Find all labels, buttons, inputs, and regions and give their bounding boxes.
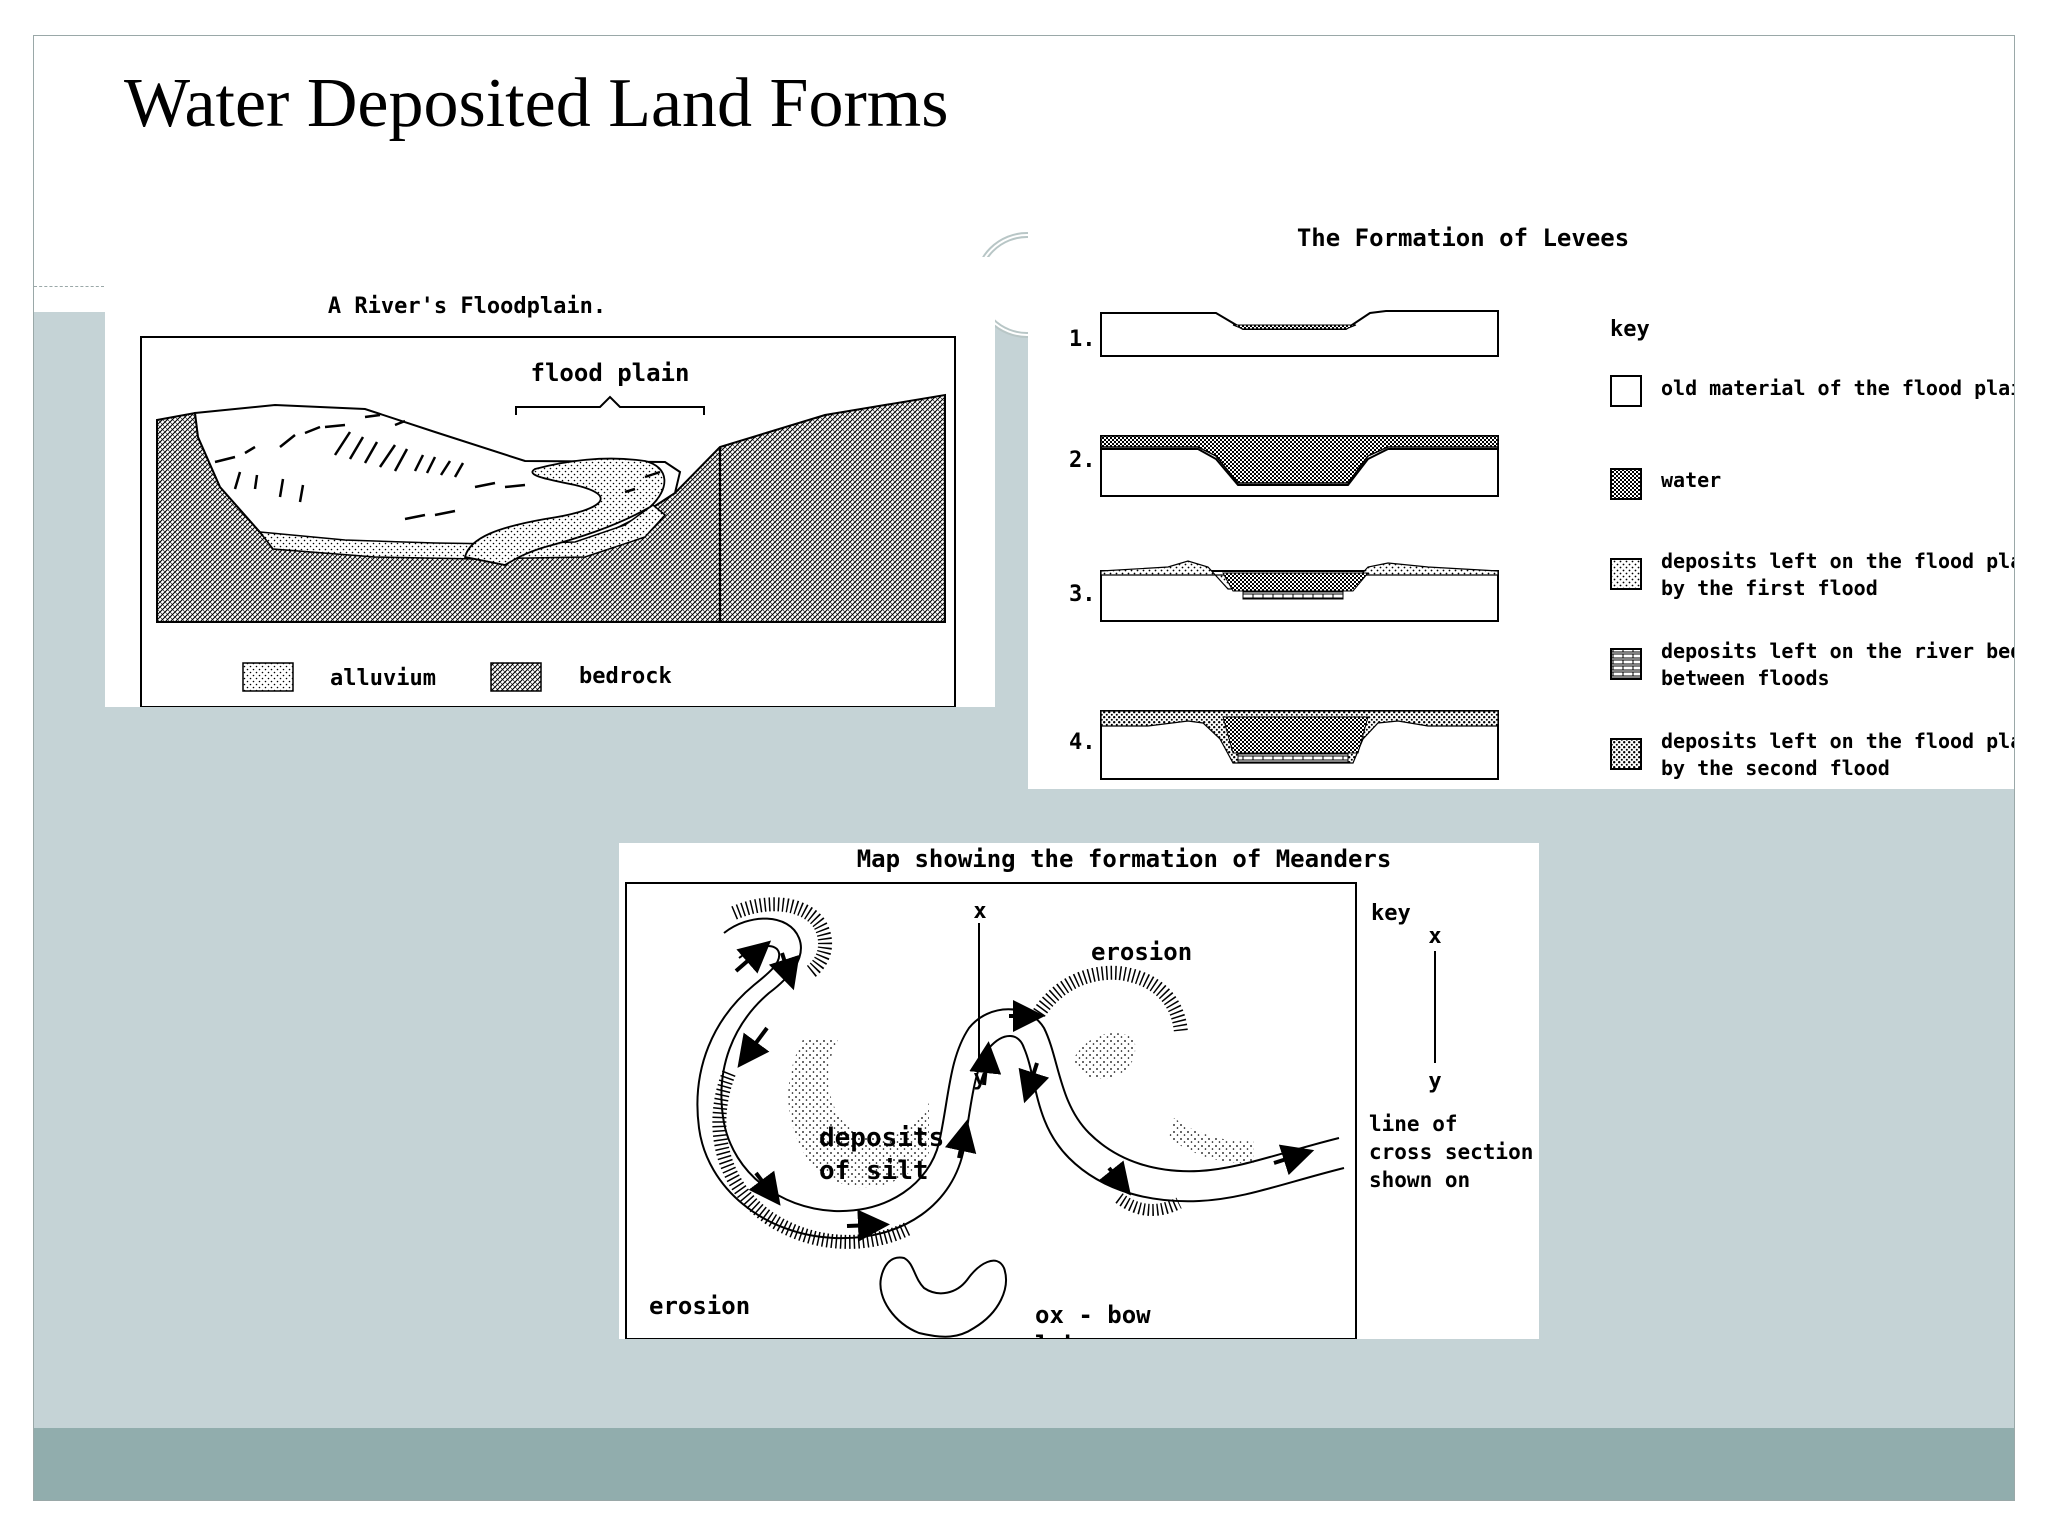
meanders-figure: Map showing the formation of Meanders xyxy=(619,843,1539,1339)
cross-section-y: y xyxy=(973,1066,986,1091)
key-first-flood-line1: deposits left on the flood plain xyxy=(1661,549,2015,573)
key-first-flood-swatch xyxy=(1610,558,1642,590)
meanders-title: Map showing the formation of Meanders xyxy=(857,845,1392,873)
step-2-water xyxy=(1100,435,1499,484)
silt-deposit-right xyxy=(1169,1118,1254,1164)
levees-title: The Formation of Levees xyxy=(1297,224,1629,252)
slope-hatching xyxy=(214,413,661,521)
step-1-section xyxy=(1100,310,1499,357)
key-water-label: water xyxy=(1661,468,1721,492)
key-riverbed-line1: deposits left on the river bed xyxy=(1661,639,2015,663)
step-1-water xyxy=(1232,324,1357,330)
silt-deposit-left xyxy=(788,1038,929,1188)
key-y-label: y xyxy=(1428,1069,1441,1094)
floodplain-figure: A River's Floodplain. flood plain xyxy=(105,257,995,707)
divider-line-left xyxy=(34,286,104,287)
step-3-water xyxy=(1222,572,1370,592)
key-second-flood-swatch xyxy=(1610,738,1642,770)
bedrock-label: bedrock xyxy=(579,664,672,689)
erosion-banks xyxy=(712,897,1188,1249)
key-x-label: x xyxy=(1428,924,1441,949)
oxbow-label-1: ox - bow xyxy=(1035,1301,1151,1329)
alluvium-label: alluvium xyxy=(330,666,436,691)
step-2-bed xyxy=(1101,448,1498,486)
alluvium-swatch xyxy=(242,662,294,692)
bedrock-swatch xyxy=(490,662,542,692)
oxbow-label-2: lake xyxy=(1035,1331,1093,1339)
meanders-key-title: key xyxy=(1371,901,1411,926)
slide: Water Deposited Land Forms A River's Flo… xyxy=(33,35,2015,1501)
step-4-water xyxy=(1222,716,1369,754)
flood-plain-label: flood plain xyxy=(531,359,690,387)
oxbow-lake-shape xyxy=(879,1256,1007,1338)
erosion-label-bottom: erosion xyxy=(649,1292,750,1320)
step-4-riverbed-deposit xyxy=(1237,752,1349,764)
key-second-flood-line2: by the second flood xyxy=(1661,756,1890,780)
key-old-material-label: old material of the flood plain xyxy=(1661,376,2015,400)
cross-section-x: x xyxy=(973,899,986,924)
alluvium-deposit xyxy=(258,504,667,560)
key-riverbed-line2: between floods xyxy=(1661,666,1830,690)
erosion-label-top: erosion xyxy=(1091,938,1192,966)
key-first-flood-line2: by the first flood xyxy=(1661,576,1878,600)
bottom-bar xyxy=(34,1428,2014,1500)
river-channel xyxy=(463,457,666,566)
flood-plain-bracket xyxy=(515,395,705,415)
silt-deposit-center xyxy=(1074,1033,1136,1079)
levees-figure: The Formation of Levees 1. 2. 3. 4. key xyxy=(1028,191,2015,789)
key-text-line3: shown on xyxy=(1369,1168,1470,1192)
floodplain-title: A River's Floodplain. xyxy=(328,294,606,319)
step-2-label: 2. xyxy=(1069,448,1096,473)
key-text-line2: cross section xyxy=(1369,1140,1533,1164)
step-1-label: 1. xyxy=(1069,327,1096,352)
step-3-label: 3. xyxy=(1069,582,1096,607)
step-4-label: 4. xyxy=(1069,730,1096,755)
slide-title: Water Deposited Land Forms xyxy=(124,65,949,142)
flow-arrows xyxy=(734,940,1315,1242)
key-second-flood-line1: deposits left on the flood plain xyxy=(1661,729,2015,753)
key-text-line1: line of xyxy=(1369,1112,1458,1136)
key-riverbed-swatch xyxy=(1610,648,1642,680)
step-3-riverbed-deposit xyxy=(1242,590,1344,600)
deposits-label-2: of silt xyxy=(819,1156,929,1186)
key-old-material-swatch xyxy=(1610,375,1642,407)
key-water-swatch xyxy=(1610,468,1642,500)
levees-key-title: key xyxy=(1610,317,1650,342)
deposits-label-1: deposits xyxy=(819,1123,944,1153)
